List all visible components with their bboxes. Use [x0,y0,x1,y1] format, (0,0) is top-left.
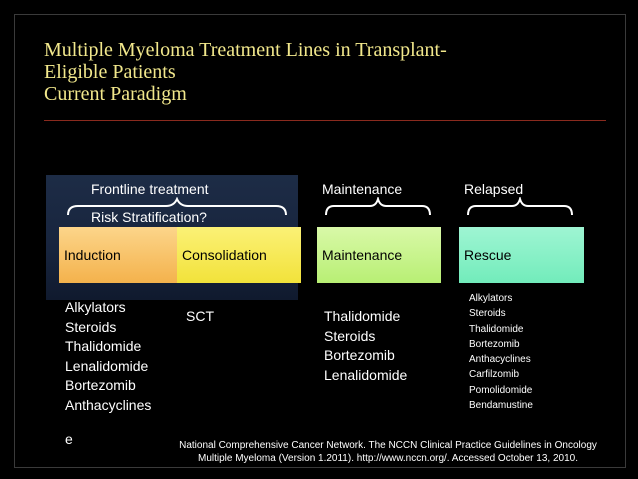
maintenance-drug-list: Thalidomide Steroids Bortezomib Lenalido… [324,307,407,385]
induction-drug: Lenalidomide [65,357,149,374]
induction-drug: Thalidomide [65,338,142,354]
maintenance-drug: Steroids [324,327,376,344]
rescue-drug: Alkylators [469,293,513,304]
maintenance-box: Maintenance [317,227,441,283]
title-line-2: Eligible Patients [44,61,176,83]
maintenance-drug: Bortezomib [324,347,395,363]
induction-drug: Steroids [65,318,117,335]
induction-drug: Bortezomib [65,377,136,393]
induction-drug: Alkylators [65,299,126,315]
citation-line-1: National Comprehensive Cancer Network. T… [179,440,597,451]
induction-drug: Anthacyclines [65,396,152,413]
maintenance-drug: Lenalidomide [324,366,408,383]
rescue-drug: Bendamustine [469,400,533,412]
rescue-drug: Thalidomide [469,323,524,335]
phase-label-maintenance: Maintenance [322,181,403,197]
citation-line-2: Multiple Myeloma (Version 1.2011). http:… [197,453,578,464]
title-line-3: Current Paradigm [44,83,187,105]
consolidation-box: Consolidation [177,227,301,283]
rescue-drug: Anthacyclines [469,354,531,366]
rescue-drug: Bortezomib [469,338,520,350]
citation: National Comprehensive Cancer Network. T… [168,439,608,465]
title-divider [44,120,606,121]
induction-box: Induction [59,227,177,283]
rescue-drug-list: Alkylators Steroids Thalidomide Bortezom… [469,291,533,413]
maintenance-brace [325,197,431,216]
rescue-drug: Pomolidomide [469,384,533,396]
relapsed-brace [467,197,573,216]
rescue-drug: Carfilzomib [469,369,520,381]
frontline-brace [67,197,287,216]
phase-label-relapsed: Relapsed [464,181,524,197]
consolidation-treatment-list: SCT [186,307,214,327]
rescue-drug: Steroids [469,308,506,320]
consolidation-treatment: SCT [186,308,214,324]
phase-label-risk-stratification: Risk Stratification? [91,209,207,225]
induction-drug-list: Alkylators Steroids Thalidomide Lenalido… [65,298,151,415]
slide-frame [14,14,626,468]
rescue-box: Rescue [459,227,584,283]
maintenance-drug: Thalidomide [324,308,401,324]
induction-drug-overflow: e [65,431,73,447]
phase-label-frontline: Frontline treatment [91,181,209,197]
title-line-1: Multiple Myeloma Treatment Lines in Tran… [44,39,447,61]
slide-title: Multiple Myeloma Treatment Lines in Tran… [44,39,604,105]
